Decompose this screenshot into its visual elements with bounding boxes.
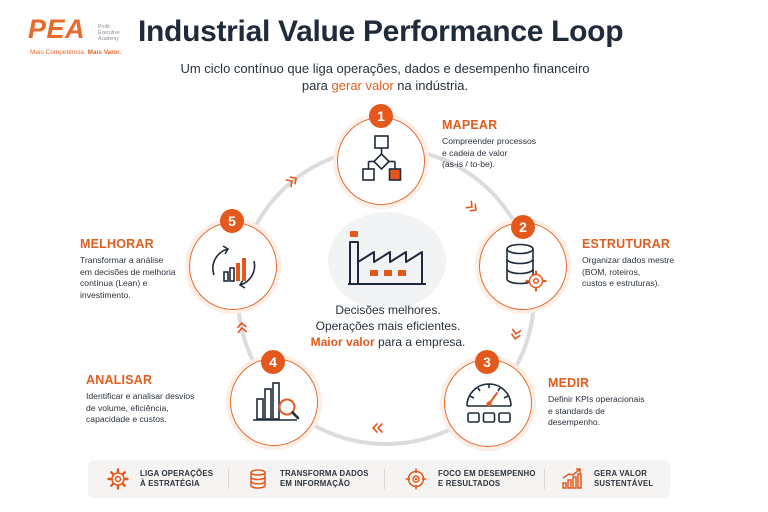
logo-tagline-plain: Mais Competência. [30, 49, 88, 56]
step-desc-line: Compreender processos [442, 136, 537, 146]
footer-line: SUSTENTÁVEL [594, 479, 654, 488]
step-node-melhorar [189, 222, 277, 310]
step-desc-line: e standards de [548, 405, 605, 416]
footer-item: TRANSFORMA DADOS EM INFORMAÇÃO [246, 460, 369, 498]
footer-divider [384, 469, 385, 489]
flowchart-icon [362, 135, 402, 181]
footer-item-label: FOCO EM DESEMPENHO E RESULTADOS [438, 469, 536, 489]
footer-line: FOCO EM DESEMPENHO [438, 469, 536, 478]
step-node-mapear [337, 117, 425, 205]
gauge-icon [466, 383, 512, 423]
center-highlight: Maior valor [310, 335, 375, 349]
step-desc-line: desempenho. [548, 417, 601, 427]
logo-small-line: Executive [98, 30, 120, 36]
step-desc-line: Organizar dados mestre [582, 255, 675, 265]
gear-icon [107, 468, 129, 490]
step-desc-line: investimento. [80, 289, 131, 300]
step-badge: 4 [261, 350, 285, 374]
logo-small-line: Academy [98, 36, 119, 42]
center-line2: Operações mais eficientes. [315, 319, 461, 333]
step-desc-mapear: Compreender processos e cadeia de valor … [442, 136, 536, 171]
flow-arrow-icon [285, 176, 297, 188]
improvement-cycle-icon [212, 245, 256, 289]
flow-arrow-icon [372, 423, 383, 433]
center-message: Decisões melhores. Operações mais eficie… [285, 302, 491, 350]
step-badge: 5 [220, 209, 244, 233]
step-badge: 1 [369, 104, 393, 128]
step-desc-estruturar: Organizar dados mestre (BOM, roteiros, c… [582, 255, 674, 290]
step-title-mapear: MAPEAR [442, 118, 498, 132]
subtitle-line1: Um ciclo contínuo que liga operações, da… [180, 61, 590, 76]
footer-divider [228, 469, 229, 489]
step-desc-line: em decisões de melhoria [80, 266, 176, 277]
step-badge: 3 [475, 350, 499, 374]
center-circle [328, 212, 446, 310]
step-desc-medir: Definir KPIs operacionais e standards de… [548, 394, 645, 429]
database-icon [250, 469, 266, 489]
footer-divider [544, 469, 545, 489]
step-desc-line: capacidade e custos. [86, 414, 167, 424]
step-desc-line: e cadeia de valor [442, 147, 508, 158]
step-badge: 2 [511, 215, 535, 239]
step-desc-line: (as-is / to-be). [442, 159, 496, 169]
step-desc-melhorar: Transformar a análise em decisões de mel… [80, 255, 176, 301]
subtitle-post: na indústria. [393, 78, 469, 93]
footer-line: E RESULTADOS [438, 479, 501, 488]
footer-item-label: TRANSFORMA DADOS EM INFORMAÇÃO [280, 469, 369, 489]
target-icon [405, 468, 427, 490]
logo-mark: PEA [28, 14, 86, 44]
subtitle-pre: para [301, 78, 332, 93]
factory-icon [348, 231, 426, 285]
logo: PEA Profit Executive Academy Mais Compet… [28, 14, 138, 64]
logo-tagline: Mais Competência. Mais Valor. [30, 49, 121, 56]
step-desc-line: contínua (Lean) e [80, 278, 148, 288]
footer-line: TRANSFORMA DADOS [280, 469, 369, 478]
footer-item-label: LIGA OPERAÇÕES À ESTRATÉGIA [140, 469, 213, 489]
subtitle-highlight: gerar valor [331, 78, 394, 93]
footer-line: LIGA OPERAÇÕES [140, 469, 214, 478]
step-title-analisar: ANALISAR [86, 373, 153, 387]
step-title-estruturar: ESTRUTURAR [582, 237, 671, 251]
step-desc-analisar: Identificar e analisar desvios de volume… [86, 391, 194, 426]
footer-item: GERA VALOR SUSTENTÁVEL [560, 460, 653, 498]
growth-chart-icon [562, 468, 582, 489]
footer-item-label: GERA VALOR SUSTENTÁVEL [594, 469, 653, 489]
page-title: Industrial Value Performance Loop [138, 15, 624, 48]
analysis-chart-icon [253, 382, 300, 421]
step-desc-line: Definir KPIs operacionais [548, 394, 645, 404]
database-gear-icon [506, 243, 547, 292]
step-desc-line: de volume, eficiência, [86, 402, 169, 413]
step-desc-line: Transformar a análise [80, 255, 164, 265]
center-line3: para a empresa. [374, 335, 466, 349]
step-title-melhorar: MELHORAR [80, 237, 154, 251]
footer-item: FOCO EM DESEMPENHO E RESULTADOS [404, 460, 536, 498]
flow-arrow-icon [237, 322, 248, 334]
step-title-medir: MEDIR [548, 376, 590, 390]
page-subtitle: Um ciclo contínuo que liga operações, da… [150, 60, 620, 94]
step-desc-line: (BOM, roteiros, [582, 266, 641, 277]
step-desc-line: custos e estruturas). [582, 278, 660, 288]
footer-benefits: LIGA OPERAÇÕES À ESTRATÉGIA TRANSFORMA D… [88, 460, 670, 498]
flow-arrow-icon [511, 328, 522, 340]
footer-line: GERA VALOR [594, 469, 648, 478]
footer-item: LIGA OPERAÇÕES À ESTRATÉGIA [106, 460, 213, 498]
center-line1: Decisões melhores. [335, 303, 441, 317]
footer-line: EM INFORMAÇÃO [280, 479, 351, 488]
step-desc-line: Identificar e analisar desvios [86, 391, 195, 401]
footer-line: À ESTRATÉGIA [140, 479, 200, 488]
logo-small-text: Profit Executive Academy [98, 24, 138, 42]
logo-small-line: Profit [98, 24, 110, 30]
logo-tagline-bold: Mais Valor. [87, 49, 122, 56]
flow-arrow-icon [465, 200, 477, 212]
